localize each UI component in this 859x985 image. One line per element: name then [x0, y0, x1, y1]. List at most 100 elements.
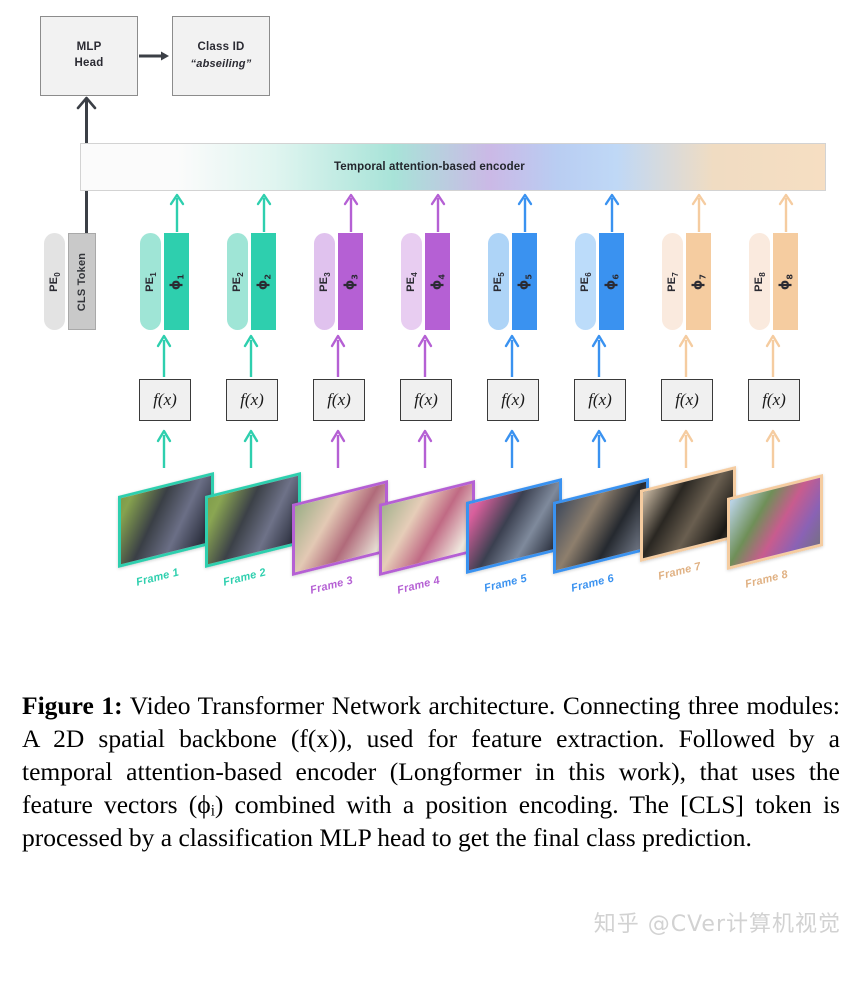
pe-token-3: PE3: [314, 233, 335, 330]
video-frame-image-6: [553, 481, 649, 571]
video-frame-7: [640, 466, 736, 562]
video-frame-5: [466, 478, 562, 574]
phi-token-label-8: ϕ8: [777, 273, 794, 290]
token-to-encoder-arrow-icon: [169, 193, 185, 232]
caption-text: Video Transformer Network architecture. …: [22, 691, 840, 852]
token-to-encoder-arrow-icon: [517, 193, 533, 232]
frame-label-4: Frame 4: [396, 574, 442, 597]
figure-caption: Figure 1: Video Transformer Network arch…: [22, 690, 840, 854]
fx-to-token-arrow-icon: [765, 334, 781, 377]
fx-to-token-arrow-icon: [330, 334, 346, 377]
cls-line-lower: [85, 188, 88, 243]
phi-token-4: ϕ4: [425, 233, 450, 330]
video-frame-2: [205, 472, 301, 568]
feature-extractor-box-7: f(x): [661, 379, 713, 421]
fx-to-token-arrow-icon: [417, 334, 433, 377]
frame-label-5: Frame 5: [483, 572, 529, 595]
token-to-encoder-arrow-icon: [778, 193, 794, 232]
video-frame-image-8: [727, 477, 823, 567]
pe-token-1: PE1: [140, 233, 161, 330]
video-frame-8: [727, 474, 823, 570]
pe-token-label-5: PE5: [491, 271, 506, 292]
token-to-encoder-arrow-icon: [430, 193, 446, 232]
pe0-label: PE0: [47, 271, 62, 292]
phi-token-label-1: ϕ1: [168, 273, 185, 290]
pe-token-label-6: PE6: [578, 271, 593, 292]
pe-token-8: PE8: [749, 233, 770, 330]
class-id-value: “abseiling”: [190, 58, 252, 71]
feature-extractor-box-3: f(x): [313, 379, 365, 421]
fx-to-token-arrow-icon: [243, 334, 259, 377]
pe-token-7: PE7: [662, 233, 683, 330]
frame-to-fx-arrow-icon: [504, 429, 520, 468]
fx-to-token-arrow-icon: [504, 334, 520, 377]
pe-token-label-8: PE8: [752, 271, 767, 292]
fx-to-token-arrow-icon: [156, 334, 172, 377]
phi-token-label-6: ϕ6: [603, 273, 620, 290]
phi-token-label-7: ϕ7: [690, 273, 707, 290]
token-to-encoder-arrow-icon: [343, 193, 359, 232]
pe0-token: PE0: [44, 233, 65, 330]
frame-to-fx-arrow-icon: [156, 429, 172, 468]
frame-to-fx-arrow-icon: [678, 429, 694, 468]
pe-token-label-1: PE1: [143, 271, 158, 292]
phi-token-label-5: ϕ5: [516, 273, 533, 290]
mlp-head-line2: Head: [74, 57, 104, 69]
video-frame-3: [292, 480, 388, 576]
pe-token-label-4: PE4: [404, 271, 419, 292]
video-frame-image-4: [379, 483, 475, 573]
video-frame-image-5: [466, 481, 562, 571]
cls-line-upper: [85, 99, 88, 144]
mlp-head-box: MLP Head: [40, 16, 138, 96]
watermark: 知乎 @CVer计算机视觉: [593, 912, 841, 937]
frame-to-fx-arrow-icon: [330, 429, 346, 468]
temporal-encoder-label: Temporal attention-based encoder: [334, 161, 525, 173]
pe-token-4: PE4: [401, 233, 422, 330]
phi-token-5: ϕ5: [512, 233, 537, 330]
video-frame-image-1: [118, 475, 214, 565]
phi-token-3: ϕ3: [338, 233, 363, 330]
feature-extractor-box-2: f(x): [226, 379, 278, 421]
token-to-encoder-arrow-icon: [691, 193, 707, 232]
caption-prefix: Figure 1:: [22, 691, 123, 720]
figure-diagram: MLP Head Class ID “abseiling” Temporal a…: [40, 16, 826, 597]
phi-token-label-2: ϕ2: [255, 273, 272, 290]
feature-extractor-box-4: f(x): [400, 379, 452, 421]
class-id-box: Class ID “abseiling”: [172, 16, 270, 96]
frame-to-fx-arrow-icon: [243, 429, 259, 468]
video-frame-image-2: [205, 475, 301, 565]
video-frame-4: [379, 480, 475, 576]
video-frame-1: [118, 472, 214, 568]
frame-label-2: Frame 2: [222, 566, 268, 589]
fx-to-token-arrow-icon: [591, 334, 607, 377]
cls-token-label: CLS Token: [76, 252, 88, 311]
temporal-encoder-bar: Temporal attention-based encoder: [80, 143, 826, 191]
frame-to-fx-arrow-icon: [417, 429, 433, 468]
class-id-line1: Class ID: [197, 40, 245, 53]
pe-token-label-3: PE3: [317, 271, 332, 292]
phi-token-7: ϕ7: [686, 233, 711, 330]
video-frame-image-3: [292, 483, 388, 573]
frame-label-6: Frame 6: [570, 572, 616, 595]
phi-token-label-3: ϕ3: [342, 273, 359, 290]
phi-token-label-4: ϕ4: [429, 273, 446, 290]
fx-to-token-arrow-icon: [678, 334, 694, 377]
mlp-head-line1: MLP: [76, 41, 102, 54]
feature-extractor-box-1: f(x): [139, 379, 191, 421]
frame-label-3: Frame 3: [309, 574, 355, 597]
token-to-encoder-arrow-icon: [256, 193, 272, 232]
phi-token-6: ϕ6: [599, 233, 624, 330]
pe-token-label-2: PE2: [230, 271, 245, 292]
frame-label-8: Frame 8: [744, 568, 790, 591]
token-to-encoder-arrow-icon: [604, 193, 620, 232]
pe-token-2: PE2: [227, 233, 248, 330]
pe-token-5: PE5: [488, 233, 509, 330]
video-frame-image-7: [640, 469, 736, 559]
feature-extractor-box-6: f(x): [574, 379, 626, 421]
feature-extractor-box-8: f(x): [748, 379, 800, 421]
pe-token-6: PE6: [575, 233, 596, 330]
frame-to-fx-arrow-icon: [591, 429, 607, 468]
video-frame-6: [553, 478, 649, 574]
cls-up-arrowhead-icon: [76, 96, 97, 110]
mlp-to-classid-arrow-icon: [139, 51, 169, 61]
